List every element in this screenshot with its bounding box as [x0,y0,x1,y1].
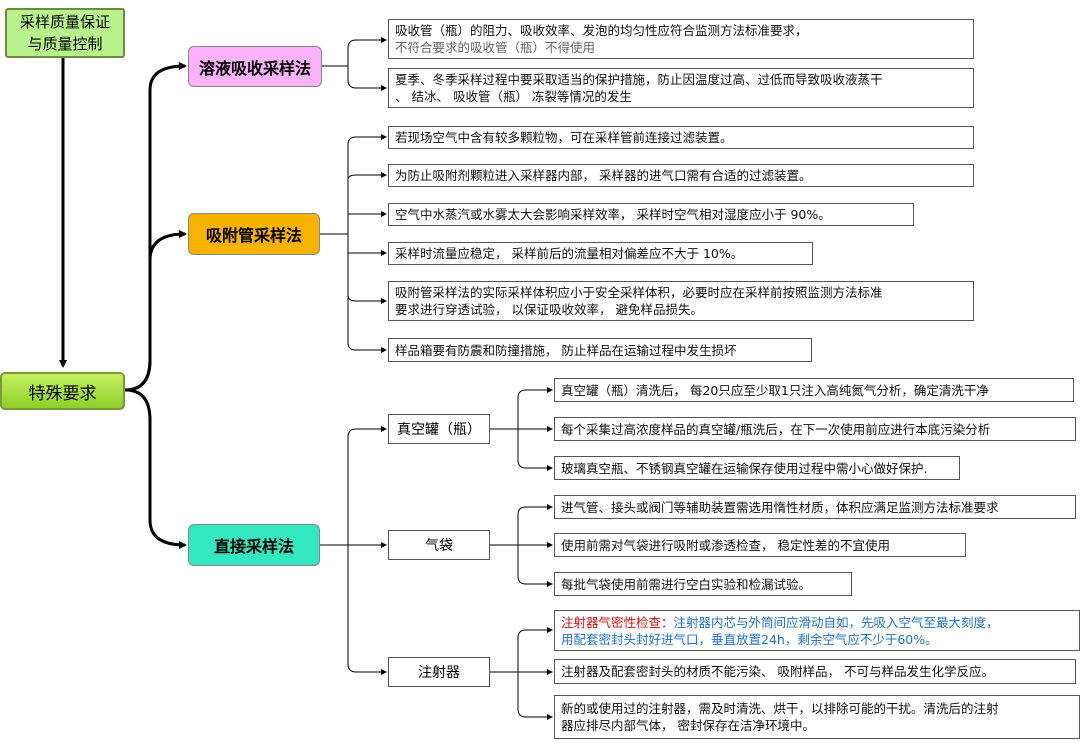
main-to-cat1-arrow [124,62,187,392]
root-line2: 与质量控制 [27,35,103,53]
leaf-text: 若现场空气中含有较多颗粒物，可在采样管前连接过滤装置。 [395,130,733,145]
leaf-adsorption-6: 样品箱要有防震和防撞措施， 防止样品在运输过程中发生损坏 [388,338,812,362]
leaf-text: 真空罐（瓶）清洗后， 每20只应至少取1只注入高纯氮气分析，确定清洗干净 [561,382,989,398]
category-direct-sampling: 直接采样法 [188,524,320,566]
leaf-text: 、 结冰、 吸收管（瓶） 冻裂等情况的发生 [395,89,632,104]
leaf-text: 夏季、冬季采样过程中要采取适当的保护措施，防止因温度过高、过低而导致吸收液蒸干 [395,72,883,87]
leaf-text: 器应排尽内部气体， 密封保存在洁净环境中。 [561,718,815,733]
leaf-vacuum-2: 每个采集过高浓度样品的真空罐/瓶洗后，在下一次使用前应进行本底污染分析 [554,417,1076,441]
leaf-bag-1: 进气管、接头或阀门等辅助装置需选用惰性材质，体积应满足监测方法标准要求 [554,495,1076,519]
leaf-syringe-1: 注射器气密性检查：注射器内芯与外筒间应滑动自如，先吸入空气至最大刻度， 用配套密… [554,610,1080,651]
leaf-text: 用配套密封头封好进气口，垂直放置24h，剩余空气应不少于60%。 [561,631,938,647]
main-to-cat3-arrow [124,388,187,549]
leaf-text: 注射器气密性检查：注射器内芯与外筒间应滑动自如，先吸入空气至最大刻度， [561,614,1073,631]
leaf-adsorption-3: 空气中水蒸汽或水雾太大会影响采样效率， 采样时空气相对湿度应小于 90%。 [388,203,914,226]
leaf-text: 每批气袋使用前需进行空白实验和检漏试验。 [561,576,812,592]
leaf-bag-3: 每批气袋使用前需进行空白实验和检漏试验。 [554,572,852,596]
main-to-cat2-arrow [124,230,187,392]
leaf-text: 吸附管采样法的实际采样体积应小于安全采样体积，必要时应在采样前按照监测方法标准 [395,285,883,300]
leaf-text: 样品箱要有防震和防撞措施， 防止样品在运输过程中发生损坏 [395,342,737,358]
leaf-solution-1: 吸收管（瓶）的阻力、吸收效率、发泡的均匀性应符合监测方法标准要求， 不符合要求的… [388,19,974,59]
leaf-syringe-3: 新的或使用过的注射器，需及时清洗、烘干，以排除可能的干扰。清洗后的注射 器应排尽… [554,695,1080,739]
leaf-text: 使用前需对气袋进行吸附或渗透检查， 稳定性差的不宜使用 [561,537,890,553]
leaf-text: 吸收管（瓶）的阻力、吸收效率、发泡的均匀性应符合监测方法标准要求， [395,23,808,38]
leaf-adsorption-5: 吸附管采样法的实际采样体积应小于安全采样体积，必要时应在采样前按照监测方法标准 … [388,281,974,321]
root-line1: 采样质量保证 [19,13,110,31]
category-adsorption-tube: 吸附管采样法 [188,213,320,255]
leaf-adsorption-2: 为防止吸附剂颗粒进入采样器内部， 采样器的进气口需有合适的过滤装置。 [388,164,974,187]
sub-gas-bag: 气袋 [388,530,490,560]
root-node: 采样质量保证 与质量控制 [5,8,125,58]
leaf-text: 注射器内芯与外筒间应滑动自如，先吸入空气至最大刻度， [673,614,999,630]
leaf-text: 为防止吸附剂颗粒进入采样器内部， 采样器的进气口需有合适的过滤装置。 [395,168,812,183]
leaf-vacuum-3: 玻璃真空瓶、不锈钢真空罐在运输保存使用过程中需小心做好保护. [554,456,960,480]
leaf-vacuum-1: 真空罐（瓶）清洗后， 每20只应至少取1只注入高纯氮气分析，确定清洗干净 [554,378,1074,402]
leaf-text: 采样时流量应稳定， 采样前后的流量相对偏差应不大于 10%。 [395,246,744,261]
leaf-text: 空气中水蒸汽或水雾太大会影响采样效率， 采样时空气相对湿度应小于 90%。 [395,207,831,222]
leaf-text: 玻璃真空瓶、不锈钢真空罐在运输保存使用过程中需小心做好保护. [561,460,928,476]
leaf-text: 每个采集过高浓度样品的真空罐/瓶洗后，在下一次使用前应进行本底污染分析 [561,421,991,437]
sub-vacuum-canister: 真空罐（瓶） [388,414,490,444]
leaf-text: 要求进行穿透试验， 以保证吸收效率， 避免样品损失。 [395,302,703,317]
category-solution-absorption: 溶液吸收采样法 [188,46,322,87]
leaf-adsorption-4: 采样时流量应稳定， 采样前后的流量相对偏差应不大于 10%。 [388,242,813,265]
leaf-text: 不符合要求的吸收管（瓶）不得使用 [395,40,596,55]
leaf-text: 进气管、接头或阀门等辅助装置需选用惰性材质，体积应满足监测方法标准要求 [561,499,999,515]
leaf-solution-2: 夏季、冬季采样过程中要采取适当的保护措施，防止因温度过高、过低而导致吸收液蒸干 … [388,68,974,108]
leaf-text: 注射器及配套密封头的材质不能污染、 吸附样品， 不可与样品发生化学反应。 [561,664,994,679]
sub-syringe: 注射器 [388,657,490,687]
leaf-bag-2: 使用前需对气袋进行吸附或渗透检查， 稳定性差的不宜使用 [554,533,966,557]
leaf-text: 新的或使用过的注射器，需及时清洗、烘干，以排除可能的干扰。清洗后的注射 [561,701,999,716]
syringe-airtightness-heading: 注射器气密性检查： [561,614,674,630]
leaf-syringe-2: 注射器及配套密封头的材质不能污染、 吸附样品， 不可与样品发生化学反应。 [554,659,1076,684]
leaf-adsorption-1: 若现场空气中含有较多颗粒物，可在采样管前连接过滤装置。 [388,126,974,149]
main-node: 特殊要求 [0,372,125,410]
